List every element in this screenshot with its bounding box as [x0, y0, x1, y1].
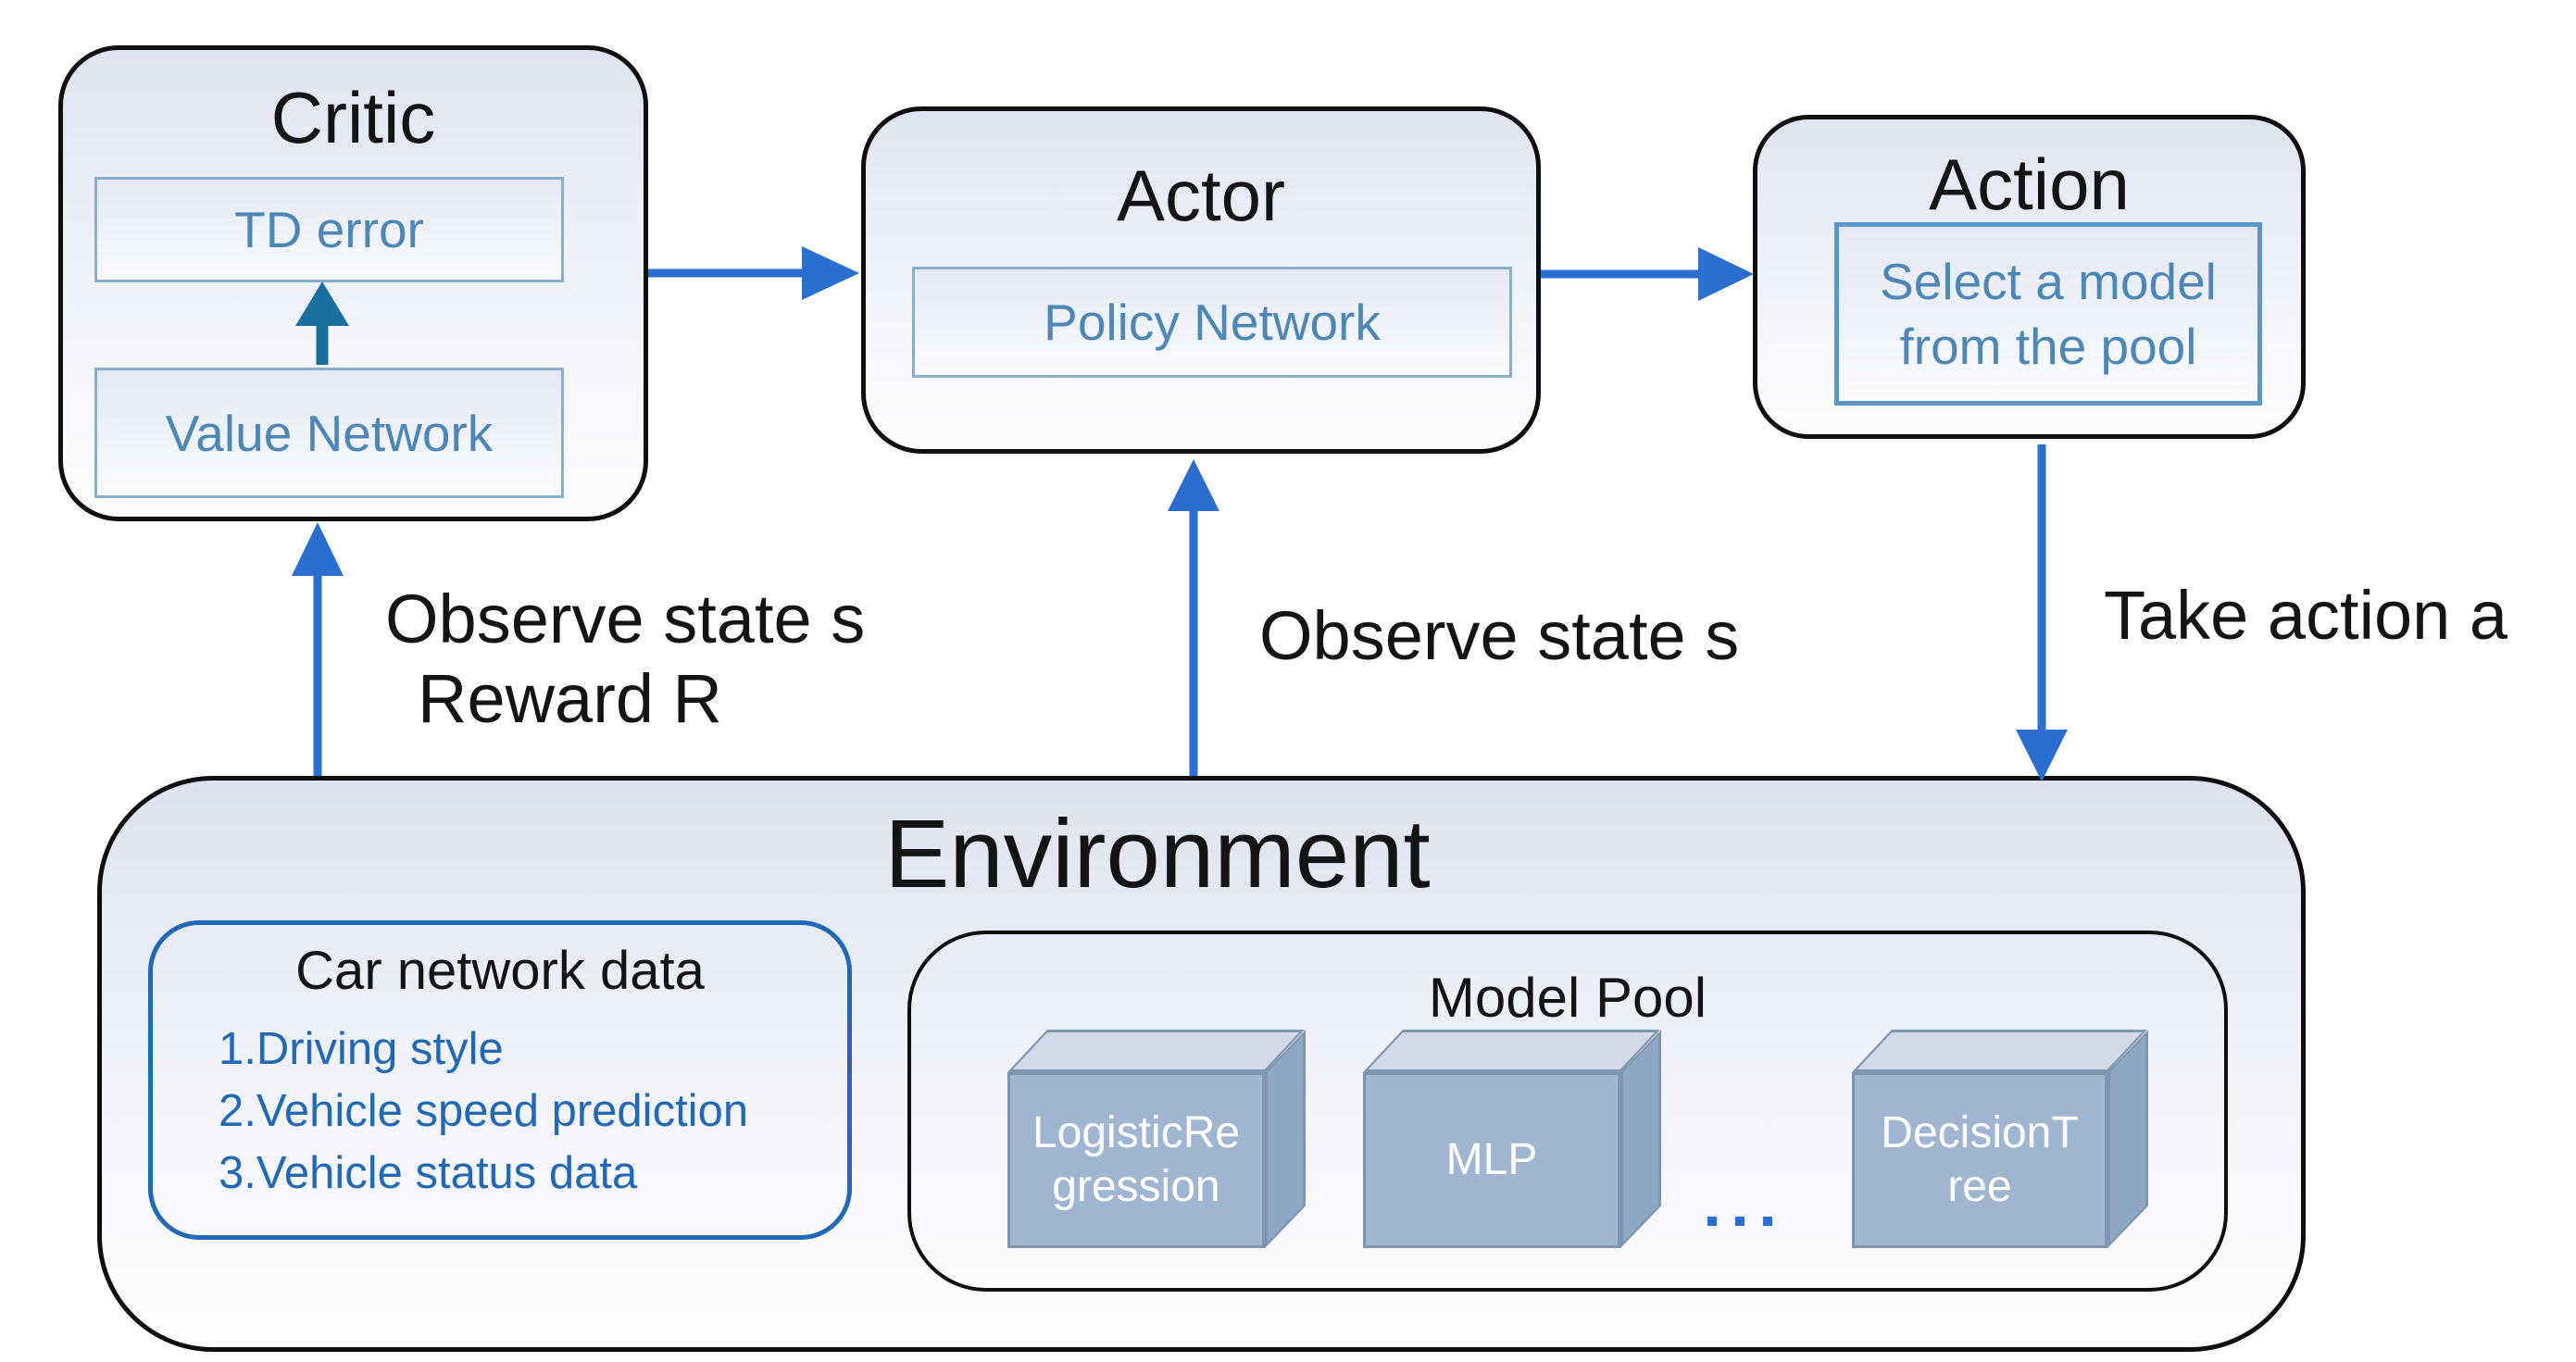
cube-label-line1: MLP — [1445, 1135, 1538, 1184]
car-network-data-box — [148, 920, 852, 1240]
cube-label-line1: LogisticRe — [1032, 1108, 1241, 1157]
car-data-item-3: 3.Vehicle status data — [219, 1148, 638, 1198]
car-network-data-list: 1.Driving style 2.Vehicle speed predicti… — [219, 1018, 748, 1205]
observe-state-label: Observe state s — [1259, 597, 1740, 674]
observe-state-reward-line1: Observe state s — [385, 581, 866, 657]
model-pool-ellipsis — [1707, 1217, 1772, 1226]
ellipsis-dot — [1763, 1217, 1772, 1226]
td-error-box: TD error — [94, 177, 564, 282]
model-cube-decision-tree: DecisionT ree — [1852, 1030, 2148, 1248]
ellipsis-dot — [1735, 1217, 1744, 1226]
cube-front-face: LogisticRe gression — [1007, 1072, 1265, 1248]
model-cube-mlp: MLP — [1363, 1030, 1661, 1248]
policy-network-box: Policy Network — [912, 267, 1512, 378]
model-pool-title: Model Pool — [1428, 967, 1707, 1029]
arrow-environment-to-critic — [292, 522, 344, 776]
value-network-box: Value Network — [94, 368, 564, 498]
arrow-critic-to-actor — [648, 246, 859, 300]
select-model-line1: Select a model — [1880, 253, 2217, 310]
car-data-item-1: 1.Driving style — [219, 1024, 504, 1074]
critic-title: Critic — [270, 77, 436, 158]
cube-label-line2: gression — [1052, 1162, 1220, 1211]
value-network-label: Value Network — [165, 404, 494, 462]
actor-title: Actor — [1116, 155, 1286, 236]
cube-top-face — [1852, 1030, 2147, 1072]
cube-label-line1: DecisionT — [1881, 1108, 2079, 1157]
select-model-box: Select a model from the pool — [1834, 222, 2262, 406]
model-cube-logistic-regression: LogisticRe gression — [1007, 1030, 1306, 1248]
cube-label-line2: ree — [1947, 1162, 2012, 1211]
observe-state-reward-line2: Reward R — [418, 660, 722, 737]
cube-top-face — [1007, 1030, 1305, 1072]
policy-network-label: Policy Network — [1044, 294, 1381, 351]
td-error-label: TD error — [234, 201, 424, 258]
arrow-actor-to-action — [1541, 247, 1754, 301]
car-data-item-2: 2.Vehicle speed prediction — [219, 1086, 749, 1136]
action-title: Action — [1929, 144, 2130, 225]
arrow-action-to-environment — [2016, 444, 2068, 781]
arrow-environment-to-actor — [1168, 459, 1219, 776]
environment-title: Environment — [884, 800, 1431, 908]
model-pool-box — [907, 931, 2228, 1292]
cube-front-face: MLP — [1363, 1072, 1620, 1248]
take-action-label: Take action a — [2104, 577, 2508, 654]
cube-front-face: DecisionT ree — [1852, 1072, 2107, 1248]
select-model-line2: from the pool — [1899, 318, 2197, 375]
cube-top-face — [1363, 1030, 1660, 1072]
ellipsis-dot — [1707, 1217, 1717, 1226]
car-network-data-title: Car network data — [295, 941, 705, 1001]
